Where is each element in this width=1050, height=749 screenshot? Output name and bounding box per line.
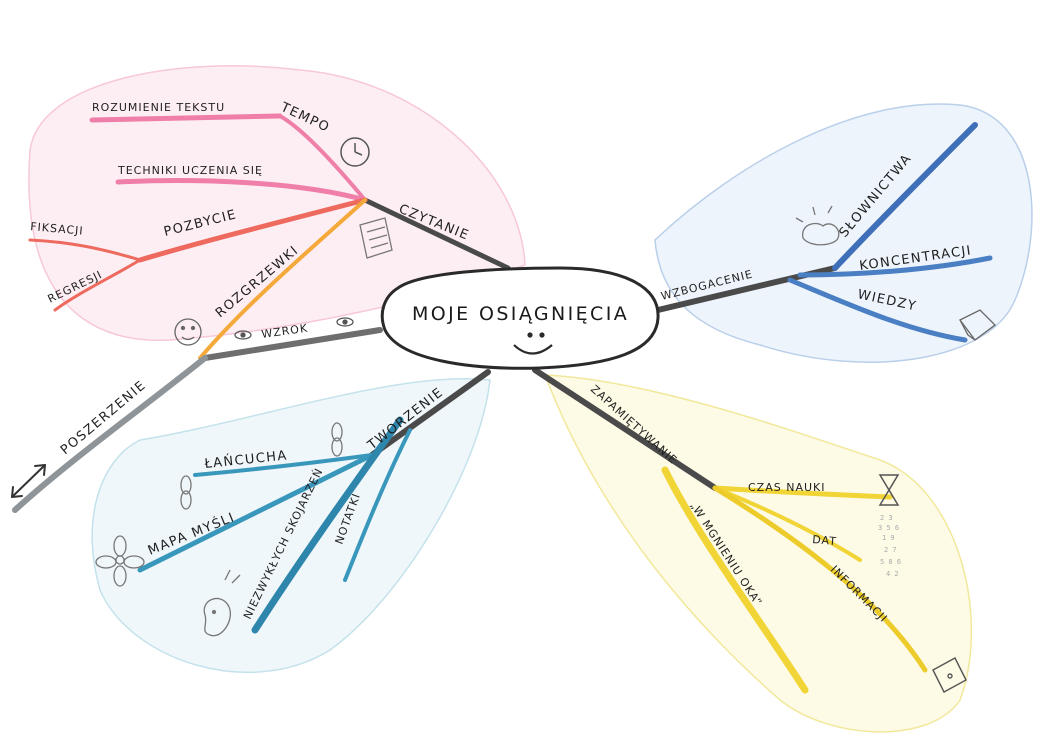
svg-text:2 7: 2 7 [884,546,897,554]
label-dat: DAT [812,533,838,548]
pozbycie-branch [137,197,368,263]
double-arrow-icon [11,464,46,498]
techniki-branch [115,178,368,203]
central-node: MOJE OSIĄGNIĘCIA [380,266,660,370]
open-book-icon [959,309,996,341]
calendar-icon: 2 3 3 5 6 1 9 2 7 5 8 6 4 2 [878,514,901,578]
kancucha-branch [193,453,374,477]
label-techniki: TECHNIKI UCZENIA SIĘ [117,164,263,177]
koncentracji-branch [797,255,993,278]
memory-trunk [532,367,718,491]
reading-cloud [28,65,526,342]
reading-trunk [362,197,511,271]
smiley-icon [513,332,553,355]
mapa-branch [137,452,375,573]
enrich-cloud [654,103,1033,363]
memory-cloud [543,374,973,733]
wiedzy-branch [787,277,968,343]
label-fiksacji: FIKSACJI [30,220,84,238]
svg-text:4 2: 4 2 [886,570,899,578]
brain-icon [795,205,840,246]
clock-icon [340,137,370,167]
wzrok-trunk [202,327,383,361]
tempo-branch [278,114,367,202]
fiksacji-branch [28,238,142,262]
center-title: MOJE OSIĄGNIĘCIA [412,303,629,325]
svg-text:3 5 6: 3 5 6 [878,524,899,532]
svg-text:2 3: 2 3 [880,514,893,522]
rozgrzewki-branch [198,198,367,360]
chain-icon [180,422,343,510]
informacji-branch [712,485,928,673]
poszerzenie-branch [12,355,208,513]
regresji-branch [53,258,142,312]
create-trunk [369,369,491,458]
svg-text:1 9: 1 9 [882,534,895,542]
label-czas: CZAS NAUKI [748,481,825,494]
create-cloud [91,377,491,673]
svg-text:5 8 6: 5 8 6 [880,558,901,566]
czas-branch [712,485,893,500]
mgnieniu-branch [661,466,809,694]
label-rozumienie: ROZUMIENIE TEKSTU [92,101,225,114]
doodle-face-icon [203,569,241,637]
laptop-icon [932,657,967,693]
face-icon [174,318,202,346]
notatki-branch [343,428,412,582]
hourglass-icon [878,474,900,506]
eye-icon [234,317,354,340]
dat-branch [713,486,862,562]
rozumienie-branch [89,113,283,123]
niezwyklych-branch [251,416,404,634]
book-icon [359,217,393,259]
flower-icon [95,535,145,587]
label-wzrok: WZROK [261,322,309,341]
slownictwa-branch [832,122,978,271]
